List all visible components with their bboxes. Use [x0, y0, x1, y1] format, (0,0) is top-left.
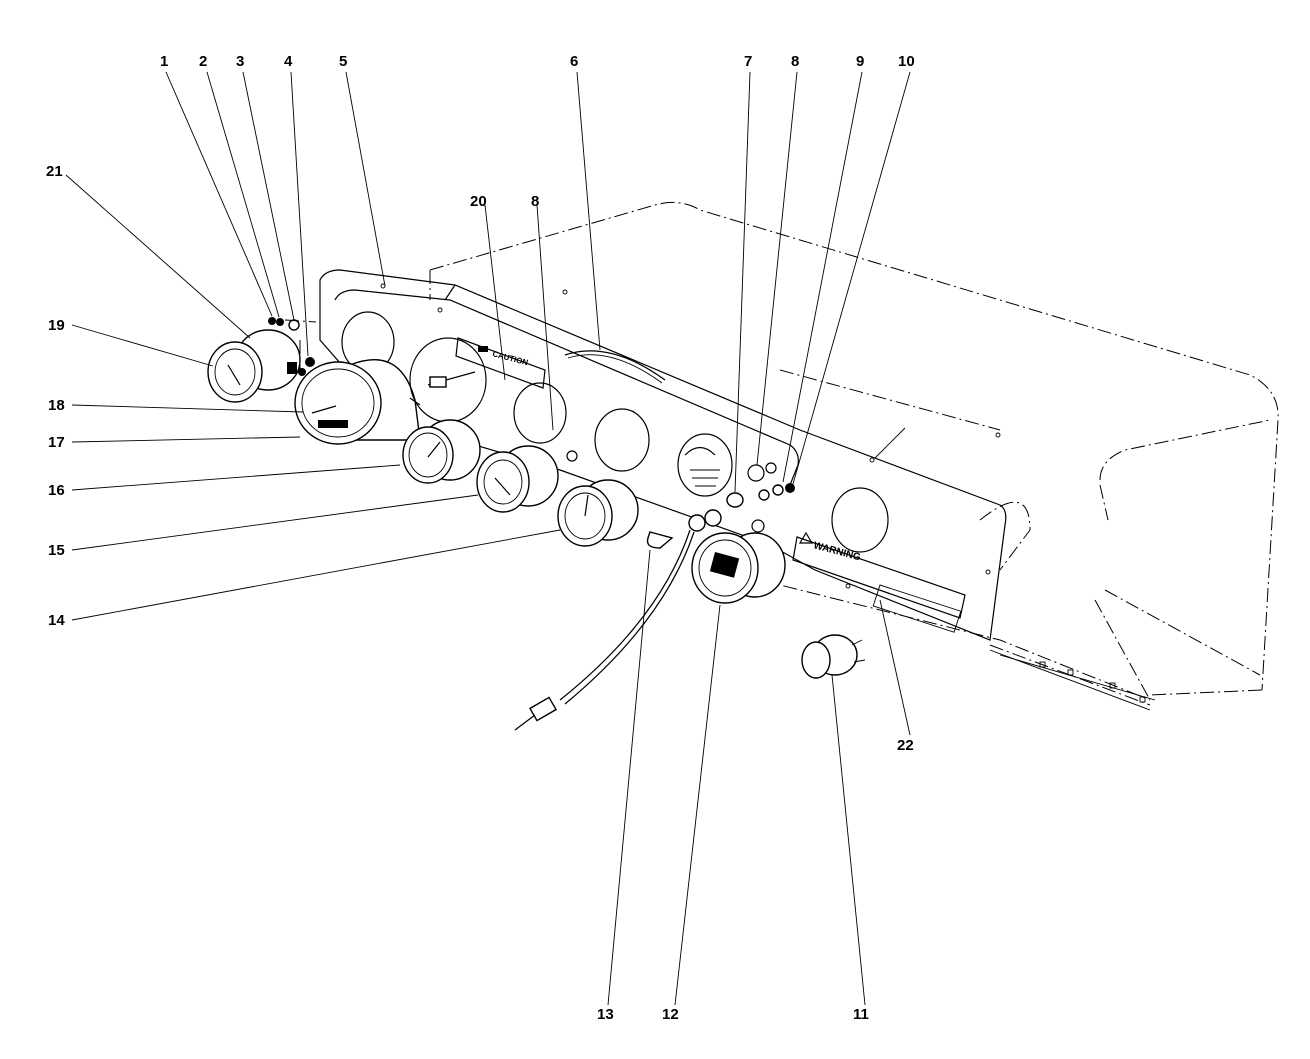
cable — [514, 529, 695, 731]
callout-2: 2 — [199, 53, 207, 70]
instrument-panel-plate — [319, 269, 1007, 641]
leader-lines — [65, 71, 911, 1006]
dashboard-housing-phantom — [429, 201, 1279, 711]
callout-numbers: 1 2 3 4 5 6 7 8 9 10 11 12 13 14 15 16 1… — [46, 53, 915, 1023]
gauge-16 — [402, 419, 481, 484]
callout-22: 22 — [897, 737, 914, 754]
callout-14: 14 — [48, 612, 65, 629]
callout-8-second: 8 — [531, 193, 539, 210]
callout-12: 12 — [662, 1006, 679, 1023]
callout-7: 7 — [744, 53, 752, 70]
callout-21: 21 — [46, 163, 63, 180]
callout-19: 19 — [48, 317, 65, 334]
callout-10: 10 — [898, 53, 915, 70]
callout-20: 20 — [470, 193, 487, 210]
tachometer-17 — [294, 359, 421, 445]
callout-6: 6 — [570, 53, 578, 70]
callout-3: 3 — [236, 53, 244, 70]
callout-1: 1 — [160, 53, 168, 70]
callout-16: 16 — [48, 482, 65, 499]
caution-label: CAUTION — [491, 349, 529, 367]
gauge-19 — [207, 329, 301, 403]
callout-11: 11 — [853, 1006, 869, 1023]
hour-meter-12 — [691, 532, 786, 604]
callout-15: 15 — [48, 542, 65, 559]
callout-17: 17 — [48, 434, 65, 451]
callout-9: 9 — [856, 53, 864, 70]
callout-13: 13 — [597, 1006, 614, 1023]
switches-7-9-10 — [726, 483, 795, 508]
warning-label-group: WARNING — [798, 531, 862, 563]
callout-8: 8 — [791, 53, 799, 70]
warning-label: WARNING — [812, 540, 862, 563]
sender-11 — [801, 634, 866, 679]
gauge-14 — [557, 479, 639, 547]
callout-5: 5 — [339, 53, 347, 70]
gauge-15 — [476, 445, 559, 513]
warning-plate — [792, 536, 966, 619]
key-switch-13 — [646, 509, 722, 549]
callout-18: 18 — [48, 397, 65, 414]
callout-4: 4 — [284, 53, 293, 70]
sending-unit-fitting — [409, 337, 487, 423]
